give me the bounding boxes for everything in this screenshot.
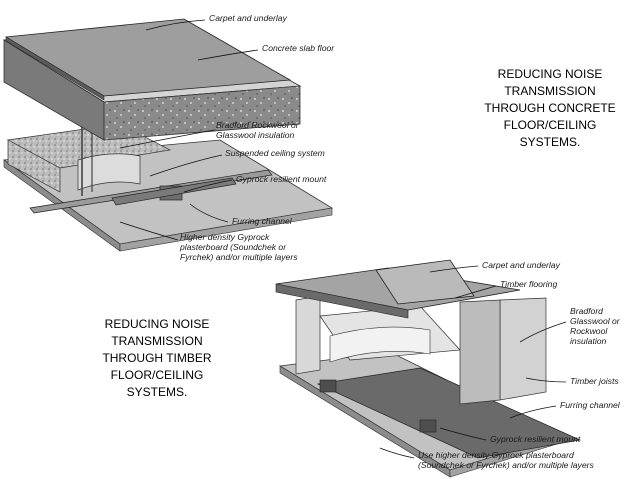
leader-concrete-board bbox=[119, 221, 179, 241]
timber-resilient-mount bbox=[419, 419, 437, 433]
concrete-title-line: REDUCING NOISE bbox=[497, 67, 603, 81]
timber-callout-carpet: Carpet and underlay bbox=[482, 260, 561, 270]
concrete-title-line: FLOOR/CEILING bbox=[503, 118, 597, 132]
leader-concrete-ceiling bbox=[149, 154, 223, 177]
timber-callout-flooring: Timber flooring bbox=[500, 279, 557, 289]
timber-title-line: FLOOR/CEILING bbox=[110, 368, 204, 382]
timber-carpet bbox=[375, 259, 475, 305]
timber-insulation-cutout bbox=[329, 326, 431, 363]
leader-concrete-insulation bbox=[119, 129, 215, 149]
leader-timber-joists bbox=[525, 377, 567, 383]
concrete-carpet-edge bbox=[5, 36, 105, 101]
concrete-assembly bbox=[2, 18, 334, 252]
timber-callout-board-1: Use higher density Gyprock plasterboard bbox=[418, 450, 574, 460]
timber-joist-left bbox=[295, 295, 321, 375]
timber-joist-right-face bbox=[459, 299, 501, 405]
leader-timber-flooring bbox=[454, 285, 497, 299]
timber-callout-joists: Timber joists bbox=[570, 376, 619, 386]
leader-timber-carpet bbox=[429, 265, 479, 273]
concrete-furring-channel bbox=[111, 177, 237, 206]
concrete-title-line: SYSTEMS. bbox=[519, 135, 581, 149]
concrete-plasterboard-side bbox=[119, 207, 333, 252]
timber-section-title: REDUCING NOISE TRANSMISSION THROUGH TIMB… bbox=[82, 316, 232, 401]
timber-callout-insulation-3: Rockwool bbox=[570, 326, 608, 336]
concrete-callout-slab: Concrete slab floor bbox=[262, 43, 335, 53]
timber-joist-right bbox=[499, 297, 547, 401]
concrete-callout-board-2: plasterboard (Soundchek or bbox=[179, 242, 287, 252]
concrete-title-line: TRANSMISSION bbox=[504, 84, 596, 98]
timber-callout-mount: Gyprock resilient mount bbox=[490, 434, 581, 444]
concrete-insulation-front bbox=[7, 139, 61, 193]
leader-concrete-mount bbox=[183, 179, 233, 193]
leader-concrete-carpet bbox=[145, 19, 206, 31]
timber-callout-insulation-2: Glasswool or bbox=[570, 316, 621, 326]
leader-timber-furring bbox=[509, 405, 557, 419]
timber-title-line: TRANSMISSION bbox=[111, 334, 203, 348]
timber-callout-insulation-4: insulation bbox=[570, 336, 607, 346]
timber-furring-channel bbox=[316, 367, 582, 459]
leader-concrete-slab bbox=[197, 49, 259, 61]
concrete-title-line: THROUGH CONCRETE bbox=[484, 101, 616, 115]
concrete-callout-board-3: Fyrchek) and/or multiple layers bbox=[180, 252, 298, 262]
timber-title-line: REDUCING NOISE bbox=[104, 317, 210, 331]
leader-concrete-furring bbox=[189, 203, 229, 223]
timber-callout-insulation-1: Bradford bbox=[570, 306, 603, 316]
timber-callouts: Carpet and underlay Timber flooring Brad… bbox=[379, 260, 621, 470]
timber-resilient-mount bbox=[319, 379, 337, 393]
timber-title-line: THROUGH TIMBER bbox=[102, 351, 212, 365]
timber-callout-board-2: (Soundchek or Fyrchek) and/or multiple l… bbox=[418, 460, 594, 470]
concrete-callout-insulation-1: Bradford Rockwool or bbox=[216, 120, 300, 130]
leader-timber-insulation bbox=[519, 321, 567, 343]
timber-assembly bbox=[275, 259, 582, 478]
concrete-section-title: REDUCING NOISE TRANSMISSION THROUGH CONC… bbox=[470, 66, 630, 151]
concrete-callout-insulation-2: Glasswool insulation bbox=[216, 130, 295, 140]
leader-timber-board bbox=[379, 447, 415, 459]
timber-flooring-front bbox=[275, 283, 409, 319]
concrete-slab-side bbox=[103, 85, 301, 141]
concrete-callout-mount: Gyprock resilient mount bbox=[236, 174, 327, 184]
concrete-callout-carpet: Carpet and underlay bbox=[209, 13, 288, 23]
concrete-callout-board-1: Higher density Gyprock bbox=[180, 232, 270, 242]
timber-title-line: SYSTEMS. bbox=[126, 385, 188, 399]
concrete-callouts: Carpet and underlay Concrete slab floor … bbox=[119, 13, 335, 262]
leader-timber-mount bbox=[439, 427, 487, 441]
timber-callout-furring: Furring channel bbox=[560, 400, 621, 410]
concrete-insulation-cutout bbox=[77, 153, 141, 191]
concrete-callout-furring: Furring channel bbox=[232, 216, 293, 226]
concrete-callout-ceiling: Suspended ceiling system bbox=[225, 148, 325, 158]
